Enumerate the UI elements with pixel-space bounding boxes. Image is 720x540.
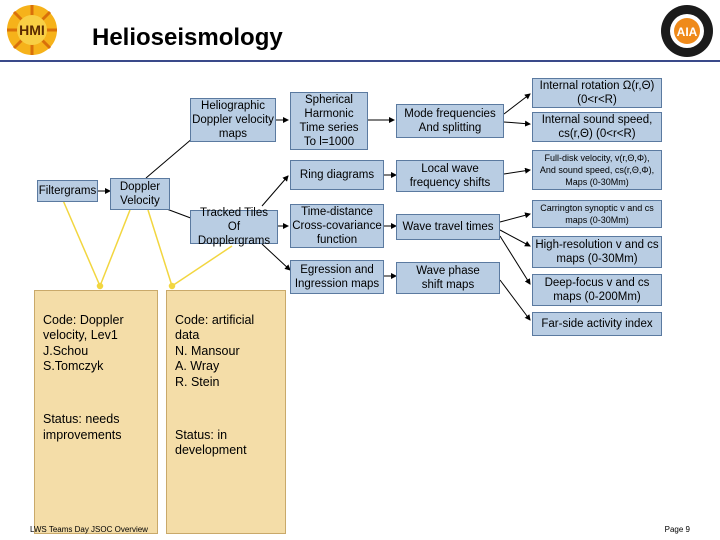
high-resolution-node: High-resolution v and cs maps (0-30Mm)	[532, 236, 662, 268]
internal-rotation-node: Internal rotation Ω(r,Θ) (0<r<R)	[532, 78, 662, 108]
edge-wavetravel-carrington	[499, 212, 531, 223]
pointer-left-1	[61, 197, 101, 287]
pointer-dot-right	[168, 282, 176, 290]
heliographic-maps-node: Heliographic Doppler velocity maps	[190, 98, 276, 142]
title-rule	[0, 60, 720, 62]
pointer-right-2	[171, 245, 233, 287]
status-info-doppler: Status: needs improvements	[43, 412, 122, 442]
page-title: Helioseismology	[92, 24, 283, 51]
egression-node: Egression and Ingression maps	[290, 260, 384, 294]
svg-text:HMI: HMI	[19, 22, 45, 38]
carrington-node: Carrington synoptic v and cs maps (0-30M…	[532, 200, 662, 228]
spherical-harmonic-node: Spherical Harmonic Time series To l=1000	[290, 92, 368, 150]
filtergrams-node: Filtergrams	[37, 180, 98, 202]
pointer-dot-left	[96, 282, 104, 290]
edge-tracked-egression	[261, 243, 291, 271]
full-disk-node: Full-disk velocity, v(r,Θ,Φ), And sound …	[532, 150, 662, 190]
edge-mode-rotation	[503, 93, 531, 115]
aia-logo: AIA	[660, 4, 714, 58]
status-info-artificial: Status: in development	[175, 427, 247, 458]
hmi-logo: HMI	[6, 4, 58, 56]
footer-page-number: Page 9	[664, 525, 690, 534]
deep-focus-node: Deep-focus v and cs maps (0-200Mm)	[532, 274, 662, 306]
info-panel-artificial: Code: artificial data N. Mansour A. Wray…	[166, 290, 286, 534]
time-distance-node: Time-distance Cross-covariance function	[290, 204, 384, 248]
hmi-logo-icon: HMI	[7, 5, 57, 55]
pointer-left-2	[99, 209, 131, 287]
edge-tracked-ring	[261, 175, 289, 207]
edge-wavetravel-deepfocus	[499, 235, 531, 285]
code-info-doppler: Code: Doppler velocity, Lev1 J.Schou S.T…	[43, 312, 124, 374]
aia-logo-icon: AIA	[661, 5, 713, 57]
ring-diagrams-node: Ring diagrams	[290, 160, 384, 190]
internal-sound-node: Internal sound speed, cs(r,Θ) (0<r<R)	[532, 112, 662, 142]
pointer-right-1	[147, 209, 173, 287]
edge-mode-sound	[503, 120, 531, 127]
tracked-tiles-node: Tracked Tiles Of Dopplergrams	[190, 207, 278, 247]
info-panel-doppler: Code: Doppler velocity, Lev1 J.Schou S.T…	[34, 290, 158, 534]
edge-localwave-fulldisk	[503, 167, 531, 175]
doppler-velocity-node: Doppler Velocity	[110, 178, 170, 210]
wave-phase-node: Wave phase shift maps	[396, 262, 500, 294]
far-side-node: Far-side activity index	[532, 312, 662, 336]
mode-frequencies-node: Mode frequencies And splitting	[396, 104, 504, 138]
wave-travel-node: Wave travel times	[396, 214, 500, 240]
edge-wavetravel-highres	[499, 229, 531, 247]
local-wave-node: Local wave frequency shifts	[396, 160, 504, 192]
svg-text:AIA: AIA	[677, 25, 698, 39]
edge-wavephase-farside	[499, 279, 531, 321]
footer-left: LWS Teams Day JSOC Overview	[30, 525, 148, 534]
code-info-artificial: Code: artificial data N. Mansour A. Wray…	[175, 312, 255, 389]
